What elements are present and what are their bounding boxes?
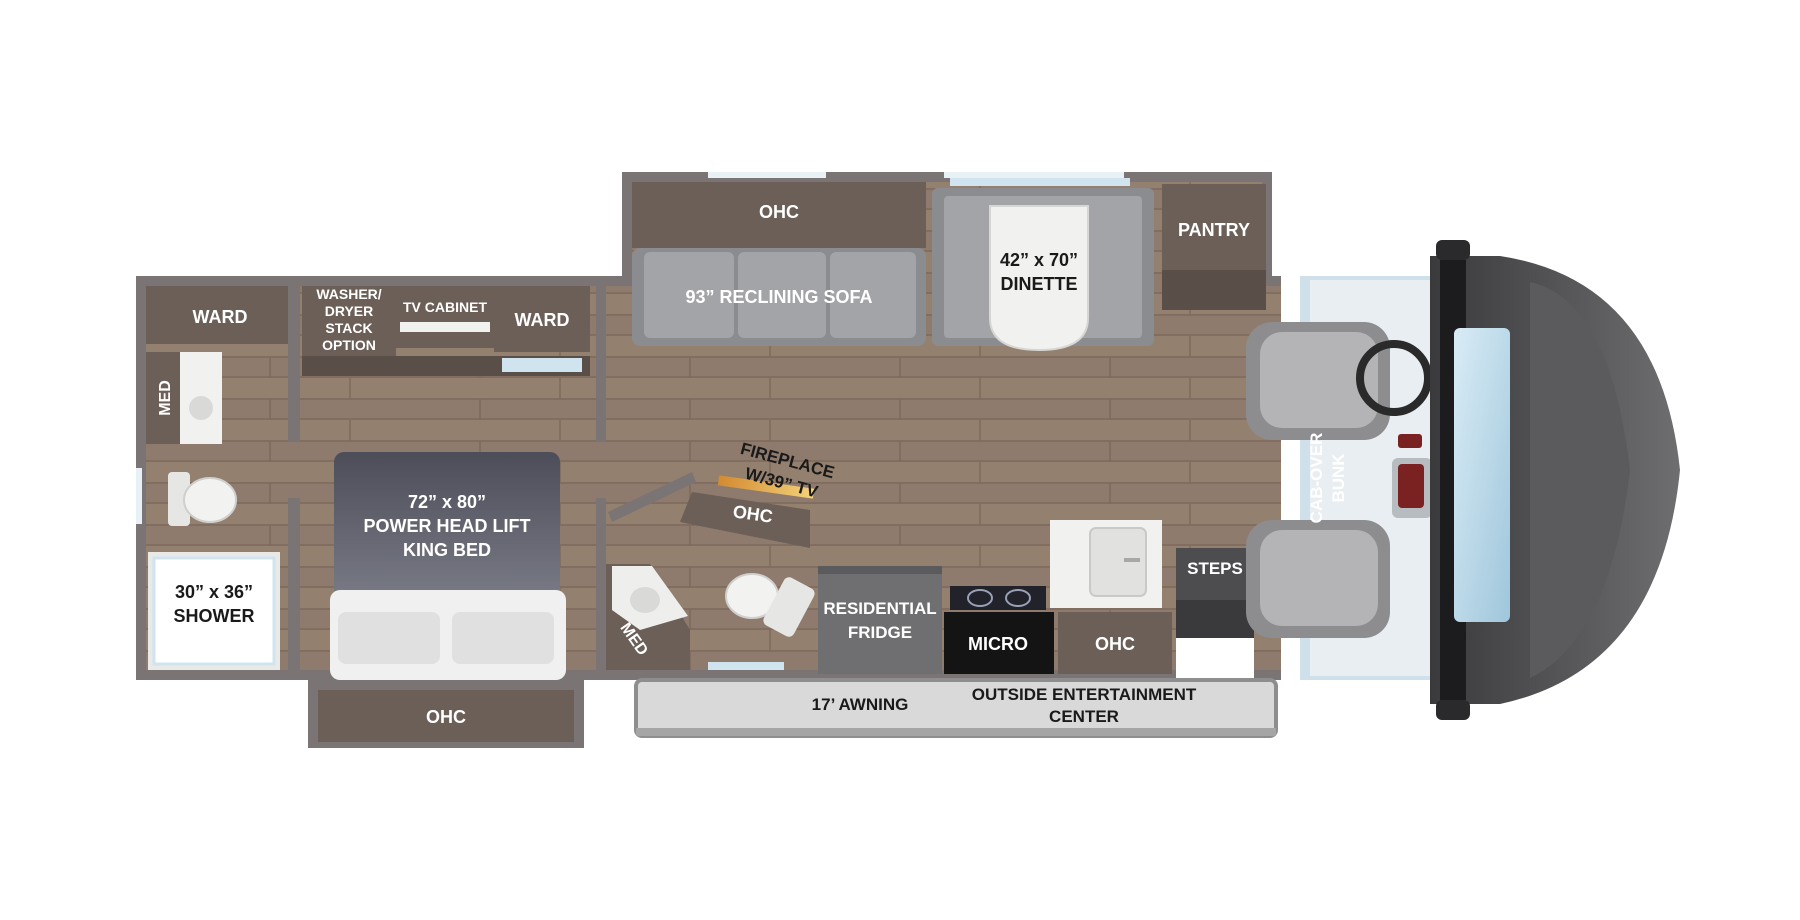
ward-right-cabinet [494, 286, 590, 352]
tv-cabinet [396, 286, 494, 348]
dinette: 42” x 70” DINETTE [932, 178, 1154, 352]
window-top-left [708, 172, 826, 178]
driver-seat [1246, 322, 1432, 440]
sofa-label: 93” RECLINING SOFA [685, 287, 872, 307]
bunk-label-2: BUNK [1329, 453, 1348, 503]
outside-entertainment-label-2: CENTER [1049, 707, 1119, 726]
fridge-label-2: FRIDGE [848, 623, 912, 642]
residential-fridge [818, 570, 942, 674]
ohc-kitchen-label: OHC [1095, 634, 1135, 654]
pantry-label: PANTRY [1178, 220, 1250, 240]
mid-bath: MED [606, 564, 815, 670]
shower-label: SHOWER [174, 606, 255, 626]
dinette-size-label: 42” x 70” [1000, 250, 1078, 270]
entry: STEPS [1176, 548, 1254, 678]
toilet-mid [725, 573, 815, 637]
toilet-rear [168, 472, 237, 526]
awning: 17’ AWNING OUTSIDE ENTERTAINMENT CENTER [634, 678, 1278, 738]
med-left-label: MED [157, 380, 174, 416]
med-left-cabinet [146, 352, 180, 444]
shower-size-label: 30” x 36” [175, 582, 253, 602]
window-top-right [944, 172, 1124, 178]
washer-label-4: OPTION [322, 337, 376, 353]
washer-dryer-cabinet [302, 286, 396, 356]
ward-left-cabinet [146, 286, 288, 344]
kitchen-sink [1089, 527, 1147, 597]
fridge-label-1: RESIDENTIAL [823, 599, 936, 618]
windshield [1454, 328, 1510, 622]
ohc-top-label: OHC [759, 202, 799, 222]
washer-label-1: WASHER/ [316, 286, 381, 302]
steps-label: STEPS [1187, 559, 1243, 578]
dinette-label: DINETTE [1000, 274, 1077, 294]
shower: 30” x 36” SHOWER [148, 552, 280, 670]
ohc-top-cabinet [632, 182, 926, 248]
washer-label-3: STACK [325, 320, 372, 336]
pantry-cabinet [1162, 184, 1266, 270]
micro-label: MICRO [968, 634, 1028, 654]
rear-bath: WARD MED 30” x 36” SHOWER [146, 286, 300, 670]
bunk-label-1: CAB-OVER [1307, 433, 1326, 524]
living-slideout: OHC 93” RECLINING SOFA 42” x 70” DINETTE… [632, 178, 1266, 352]
ohc-kitchen-cabinet [1058, 612, 1172, 674]
cab: CAB-OVER BUNK [1246, 240, 1680, 720]
bedroom: WASHER/ DRYER STACK OPTION TV CABINET WA… [302, 286, 606, 742]
king-bed: 72” x 80” POWER HEAD LIFT KING BED [330, 452, 566, 680]
ward-left-label: WARD [193, 307, 248, 327]
washer-label-2: DRYER [325, 303, 374, 319]
window-left-end [136, 468, 142, 524]
bed-size-label: 72” x 80” [408, 492, 486, 512]
awning-label: 17’ AWNING [812, 695, 909, 714]
ward-right-label: WARD [515, 310, 570, 330]
ohc-bottom-cabinet [318, 690, 574, 742]
kitchen: RESIDENTIAL FRIDGE MICRO OHC [818, 520, 1172, 674]
passenger-seat [1246, 520, 1390, 638]
bed-label-2: POWER HEAD LIFT [364, 516, 531, 536]
tv-cabinet-label: TV CABINET [403, 299, 487, 315]
cooktop [950, 586, 1046, 610]
reclining-sofa: 93” RECLINING SOFA [632, 248, 926, 346]
micro-cabinet [944, 612, 1054, 674]
outside-entertainment-label-1: OUTSIDE ENTERTAINMENT [972, 685, 1197, 704]
ohc-bottom-label: OHC [426, 707, 466, 727]
bed-label-3: KING BED [403, 540, 491, 560]
